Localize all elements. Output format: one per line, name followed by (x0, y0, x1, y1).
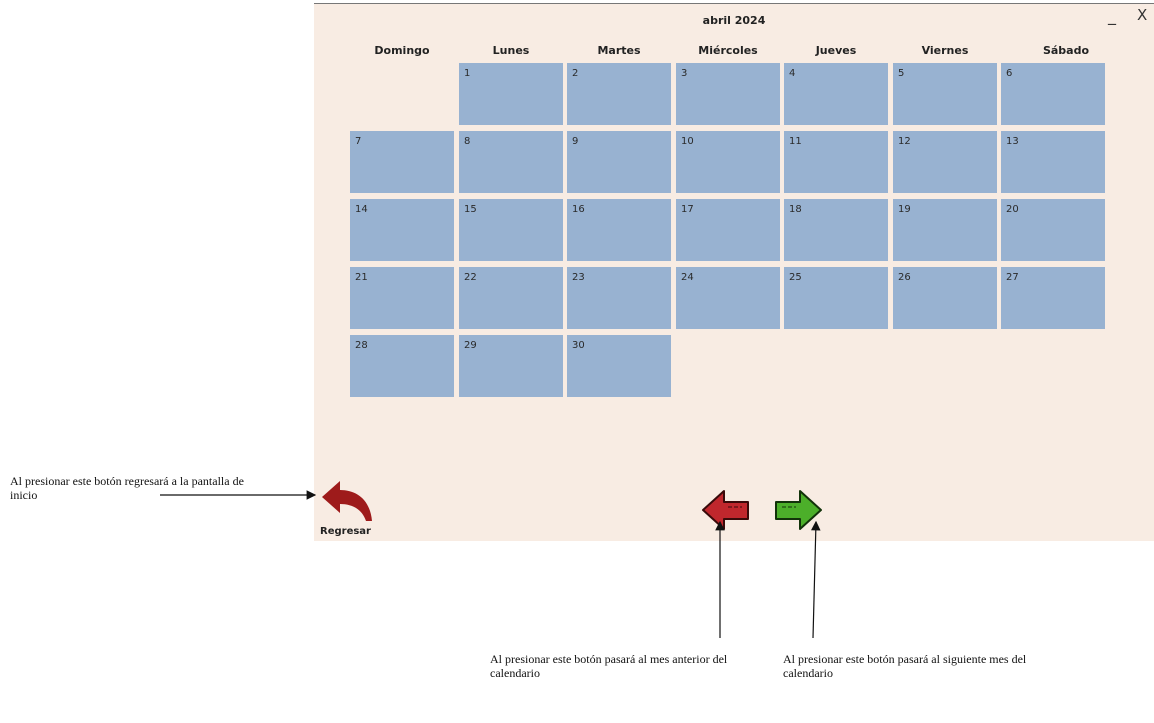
day-number: 26 (898, 272, 911, 283)
day-number: 18 (789, 204, 802, 215)
weekday-header: Domingo (374, 44, 430, 57)
day-number: 23 (572, 272, 585, 283)
day-number: 16 (572, 204, 585, 215)
day-number: 8 (464, 136, 471, 147)
day-number: 12 (898, 136, 911, 147)
weekday-header: Lunes (492, 44, 530, 57)
day-cell[interactable]: 5 (893, 63, 997, 125)
right-arrow-icon (775, 490, 822, 530)
calendar-window: abril 2024 _ X Domingo Lunes Martes Miér… (314, 3, 1154, 541)
day-cell[interactable]: 18 (784, 199, 888, 261)
day-number: 2 (572, 68, 579, 79)
previous-annotation: Al presionar este botón pasará al mes an… (490, 652, 728, 680)
day-cell[interactable]: 22 (459, 267, 563, 329)
weekday-header: Viernes (921, 44, 969, 57)
day-number: 20 (1006, 204, 1019, 215)
month-title: abril 2024 (702, 14, 766, 27)
day-number: 5 (898, 68, 905, 79)
day-number: 10 (681, 136, 694, 147)
back-annotation: Al presionar este botón regresará a la p… (10, 474, 244, 502)
day-number: 1 (464, 68, 471, 79)
day-cell[interactable]: 10 (676, 131, 780, 193)
day-cell[interactable]: 1 (459, 63, 563, 125)
minimize-button[interactable]: _ (1108, 6, 1116, 25)
day-number: 30 (572, 340, 585, 351)
day-number: 25 (789, 272, 802, 283)
day-cell[interactable]: 11 (784, 131, 888, 193)
day-cell[interactable]: 7 (350, 131, 454, 193)
day-cell[interactable]: 26 (893, 267, 997, 329)
day-cell[interactable]: 19 (893, 199, 997, 261)
day-cell[interactable]: 20 (1001, 199, 1105, 261)
day-cell[interactable]: 29 (459, 335, 563, 397)
day-number: 24 (681, 272, 694, 283)
day-cell[interactable]: 30 (567, 335, 671, 397)
day-cell[interactable]: 4 (784, 63, 888, 125)
day-number: 29 (464, 340, 477, 351)
day-number: 28 (355, 340, 368, 351)
day-cell[interactable]: 12 (893, 131, 997, 193)
day-number: 13 (1006, 136, 1019, 147)
day-number: 11 (789, 136, 802, 147)
weekday-header: Miércoles (698, 44, 758, 57)
day-cell[interactable]: 6 (1001, 63, 1105, 125)
day-cell[interactable]: 3 (676, 63, 780, 125)
day-cell[interactable]: 15 (459, 199, 563, 261)
day-number: 14 (355, 204, 368, 215)
day-cell[interactable]: 21 (350, 267, 454, 329)
next-annotation: Al presionar este botón pasará al siguie… (783, 652, 1027, 680)
day-number: 17 (681, 204, 694, 215)
day-number: 7 (355, 136, 362, 147)
day-number: 27 (1006, 272, 1019, 283)
day-number: 4 (789, 68, 796, 79)
day-cell[interactable]: 28 (350, 335, 454, 397)
weekday-header: Martes (597, 44, 641, 57)
day-cell[interactable]: 14 (350, 199, 454, 261)
day-cell[interactable]: 25 (784, 267, 888, 329)
day-cell[interactable]: 17 (676, 199, 780, 261)
close-button[interactable]: X (1137, 6, 1148, 24)
weekday-header: Jueves (815, 44, 857, 57)
weekday-header: Sábado (1042, 44, 1090, 57)
back-button-label: Regresar (320, 526, 371, 537)
day-cell[interactable]: 13 (1001, 131, 1105, 193)
day-cell[interactable]: 27 (1001, 267, 1105, 329)
day-cell[interactable]: 8 (459, 131, 563, 193)
day-number: 9 (572, 136, 579, 147)
day-number: 3 (681, 68, 688, 79)
day-cell[interactable]: 24 (676, 267, 780, 329)
day-cell[interactable]: 2 (567, 63, 671, 125)
day-cell[interactable]: 23 (567, 267, 671, 329)
next-month-button[interactable] (772, 488, 824, 532)
day-cell[interactable]: 9 (567, 131, 671, 193)
day-number: 21 (355, 272, 368, 283)
day-number: 19 (898, 204, 911, 215)
day-number: 15 (464, 204, 477, 215)
day-number: 6 (1006, 68, 1013, 79)
day-cell[interactable]: 16 (567, 199, 671, 261)
back-arrow-icon (322, 481, 372, 521)
day-number: 22 (464, 272, 477, 283)
back-button[interactable]: Regresar (320, 479, 376, 541)
